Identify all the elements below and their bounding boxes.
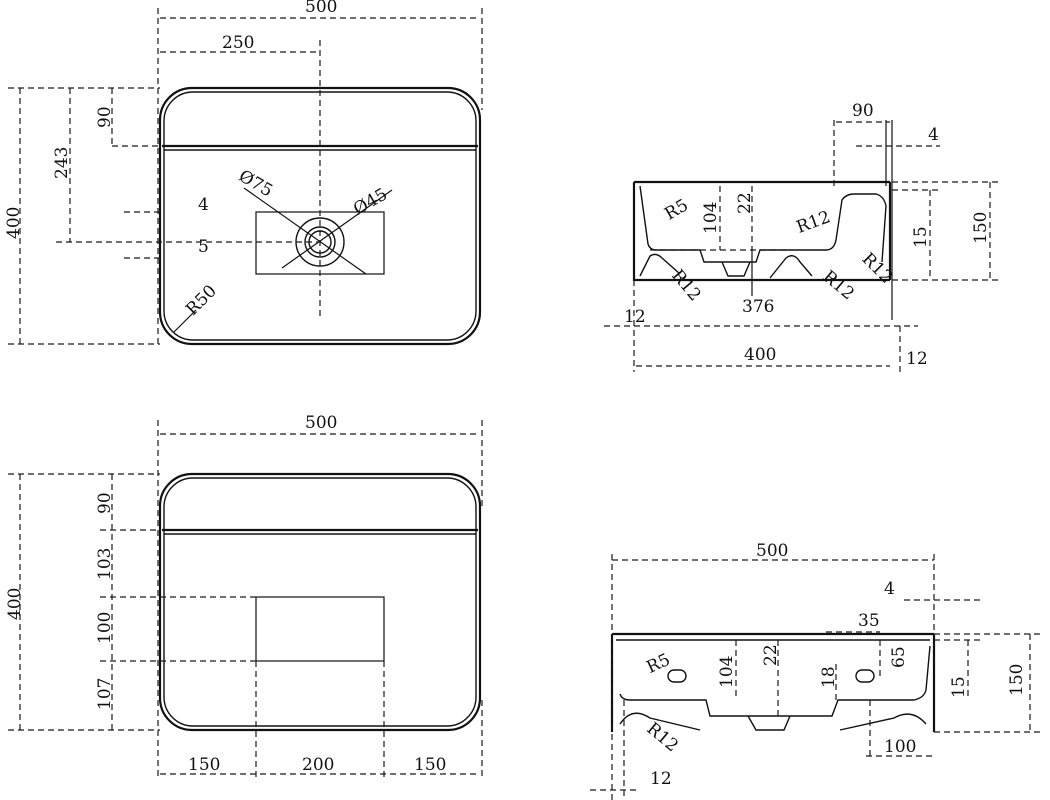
top-depth-label: 400 (4, 207, 24, 239)
top-thk4-label: 4 (198, 195, 209, 215)
side-height-label: 150 (971, 212, 991, 244)
top-radius-label: R50 (182, 281, 220, 319)
side-inner15-label: 15 (911, 226, 931, 248)
bottom-width-label: 500 (305, 413, 337, 433)
top-deck-label: 90 (95, 106, 115, 128)
front-104-label: 104 (717, 656, 737, 688)
side-section-outline (632, 180, 892, 282)
front-65-label: 65 (889, 646, 909, 668)
side-left12-label: 12 (624, 307, 646, 327)
top-drain-inner-label: Ø45 (350, 184, 391, 219)
bottom-depth-label: 400 (5, 588, 25, 620)
top-view: 500 250 400 243 90 4 5 R50 Ø75 Ø45 (4, 0, 483, 346)
bottom-107-label: 107 (95, 678, 115, 710)
top-243-label: 243 (52, 147, 72, 179)
front-height-label: 150 (1007, 664, 1027, 696)
basin-outline (158, 86, 482, 346)
bottom-100-label: 100 (95, 612, 115, 644)
side-r12a-label: R12 (794, 207, 833, 238)
side-deck-label: 90 (852, 101, 874, 121)
front-width-label: 500 (756, 541, 788, 561)
side-depth104-label: 104 (701, 202, 721, 234)
front-inner15-label: 15 (949, 676, 969, 698)
drain-mid-circle (304, 226, 336, 258)
front-100-label: 100 (884, 737, 916, 757)
side-r5-label: R5 (661, 195, 691, 224)
front-left12-label: 12 (650, 769, 672, 789)
side-thk4-label: 4 (928, 125, 939, 145)
bottom-200-label: 200 (302, 755, 334, 775)
top-half-width-label: 250 (222, 33, 254, 53)
bottom-103-label: 103 (95, 548, 115, 580)
front-22-label: 22 (761, 644, 781, 666)
front-section-view: 500 4 35 104 22 18 65 15 150 R5 R12 100 … (590, 541, 1040, 800)
side-section-view: 90 4 150 15 104 22 R5 R12 R12 R12 R12 37… (604, 101, 1000, 372)
front-18-label: 18 (819, 666, 839, 688)
top-thk5-label: 5 (198, 237, 209, 257)
bottom-150-left-label: 150 (188, 755, 220, 775)
front-thk4-label: 4 (884, 579, 895, 599)
bottom-90-label: 90 (95, 492, 115, 514)
bottom-outline (158, 472, 482, 732)
side-400-label: 400 (744, 345, 776, 365)
bottom-150-right-label: 150 (414, 755, 446, 775)
front-35-label: 35 (858, 611, 880, 631)
side-depth22-label: 22 (735, 192, 755, 214)
bottom-drain-box (255, 596, 385, 662)
side-r12d-label: R12 (819, 267, 858, 304)
side-right12-label: 12 (906, 349, 928, 369)
side-r12c-label: R12 (667, 266, 704, 305)
bottom-view: 500 400 90 103 100 107 150 200 150 (5, 413, 483, 780)
side-376-label: 376 (742, 297, 774, 317)
top-width-label: 500 (305, 0, 337, 17)
